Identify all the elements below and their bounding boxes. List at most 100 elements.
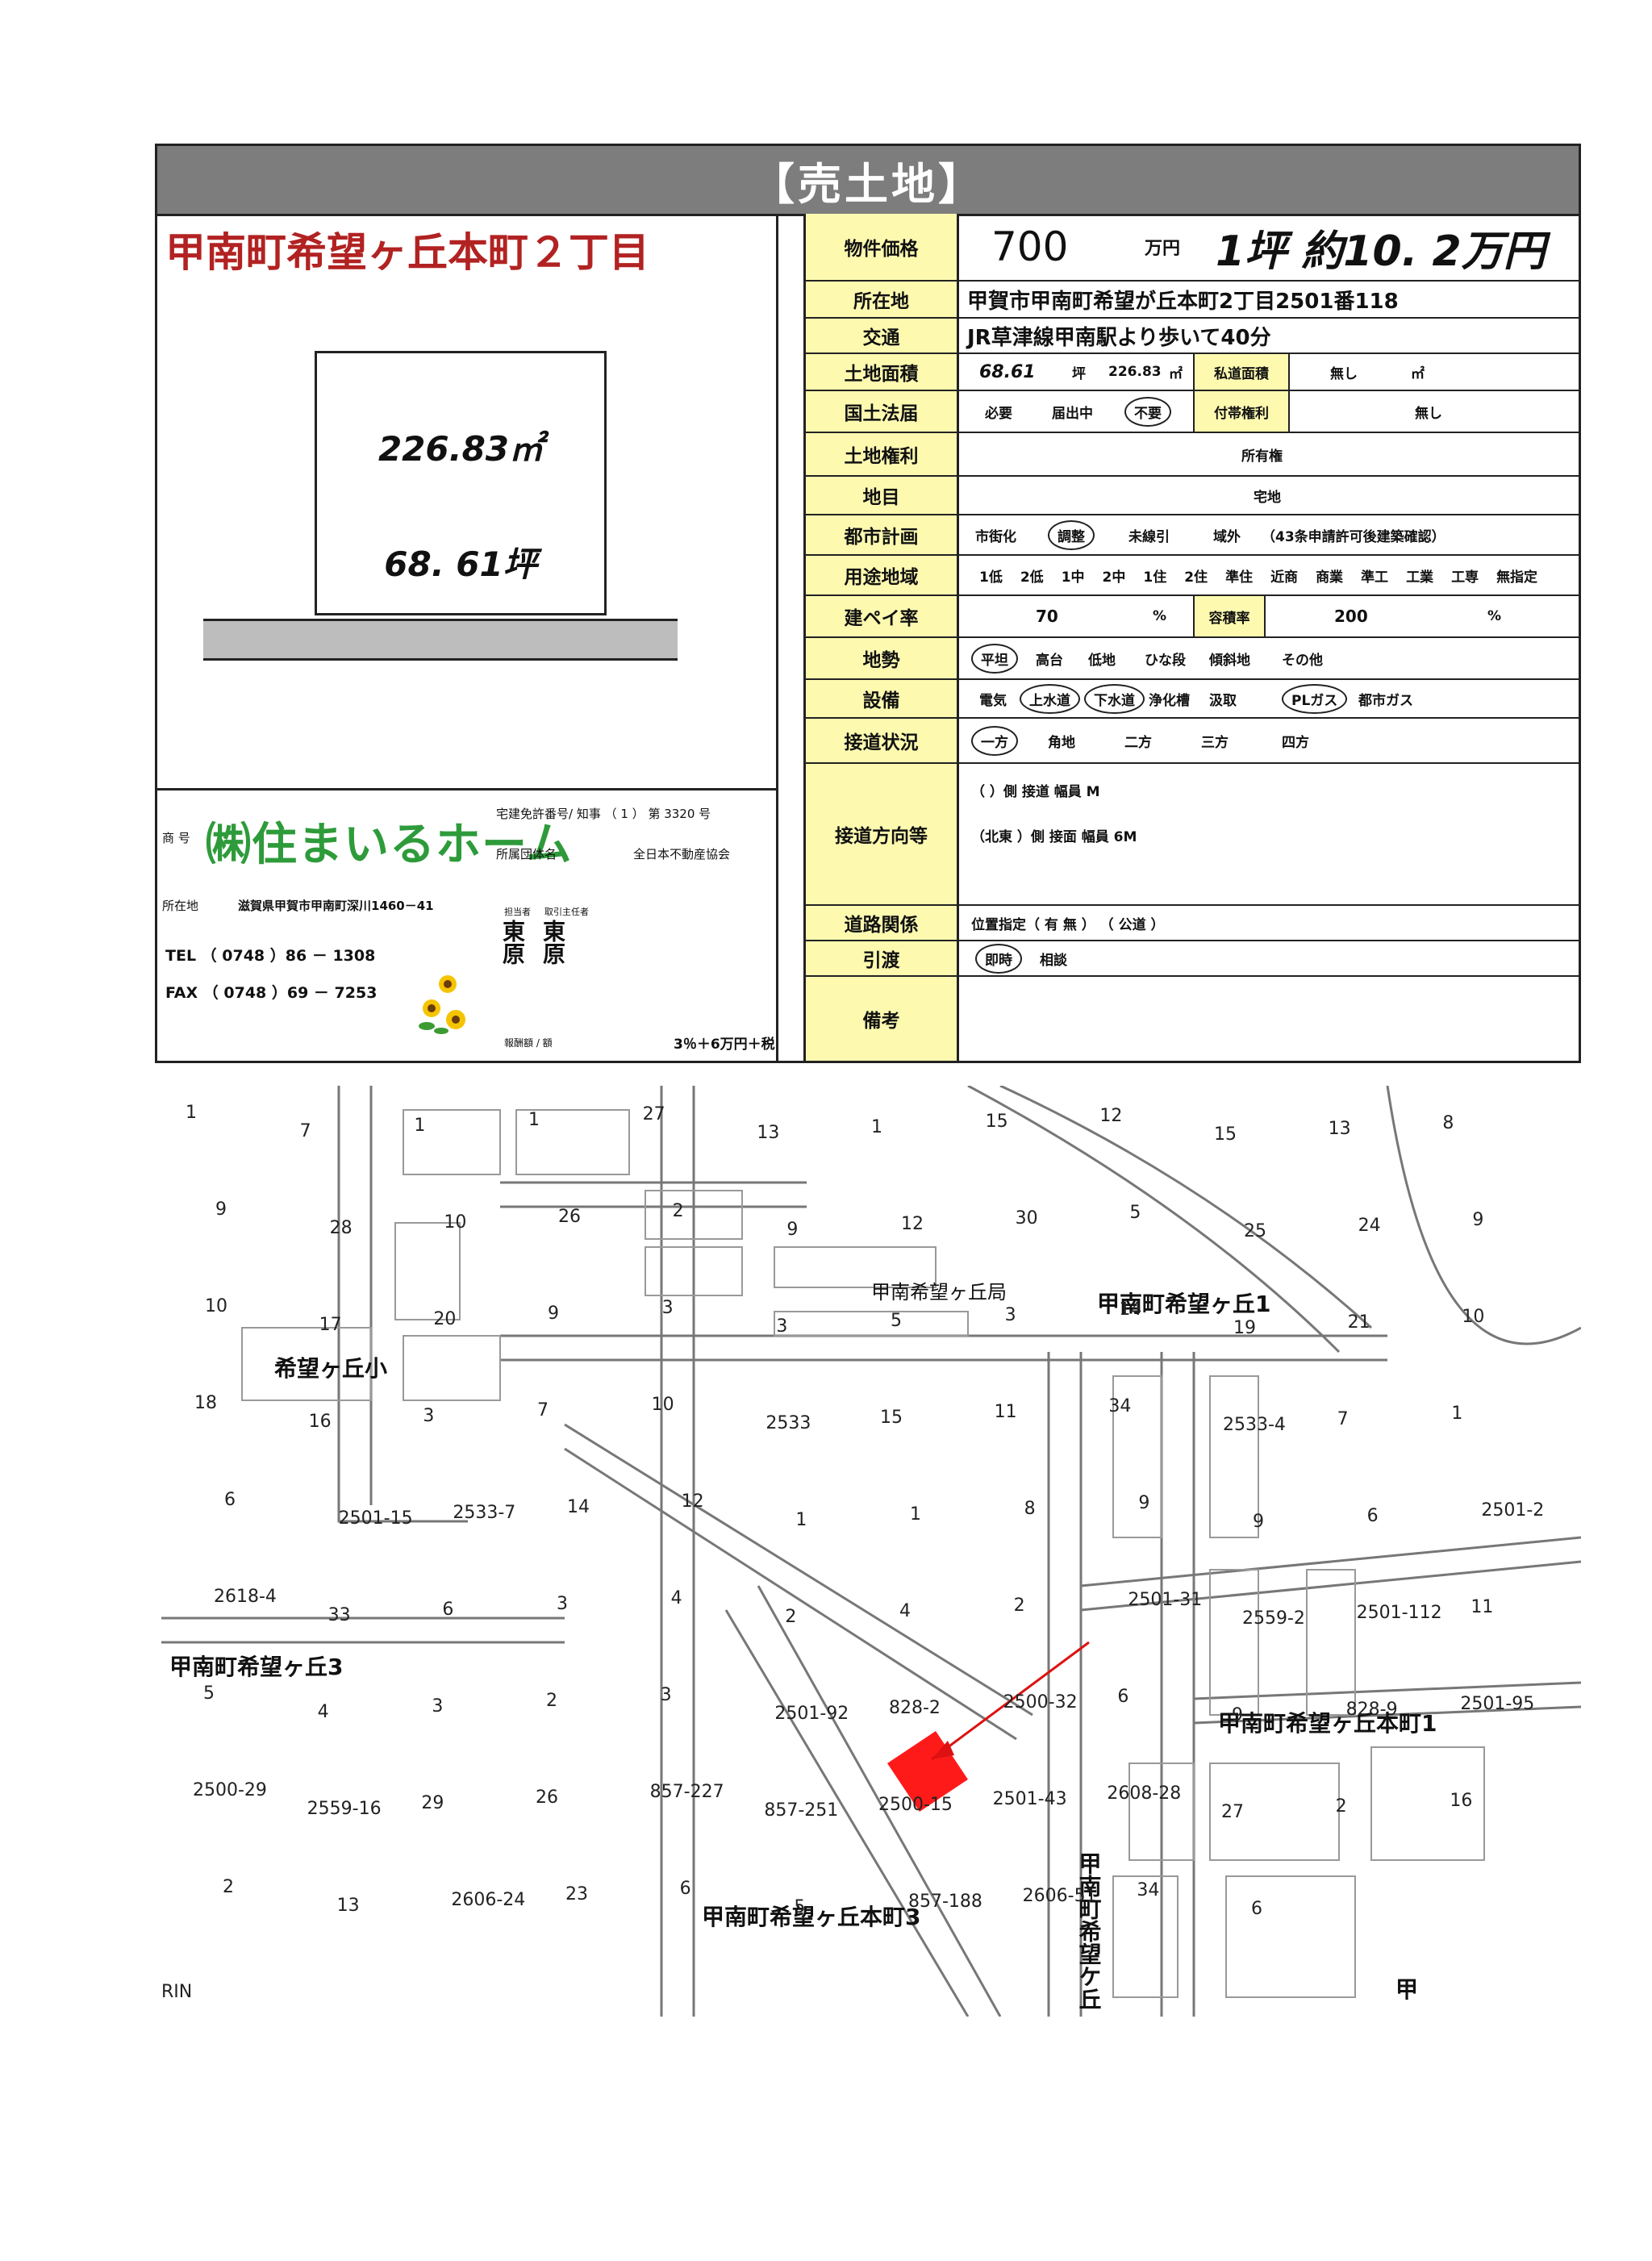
lot-number: 12 — [1099, 1106, 1122, 1126]
lot-number: 1 — [795, 1510, 807, 1530]
lot-number: 6 — [1251, 1899, 1262, 1919]
lot-number: 2608-28 — [1107, 1783, 1181, 1804]
city-opt-3: 未線引 — [1128, 528, 1170, 545]
lot-number: 2533 — [766, 1413, 811, 1433]
fee-label: 報酬額 / 額 — [504, 1037, 553, 1049]
facility-opt: 浄化槽 — [1149, 692, 1190, 709]
lot-number: 6 — [680, 1879, 691, 1899]
license-text: 宅建免許番号/ 知事 （ 1 ） 第 3320 号 — [496, 807, 711, 821]
agent-box: 商 号 ㈱住まいるホーム 宅建免許番号/ 知事 （ 1 ） 第 3320 号 所… — [157, 788, 778, 1061]
row-price: 物件価格 700 万円 1坪 約10. 2万円 — [806, 214, 1579, 282]
zone-opt: 準住 — [1225, 569, 1254, 586]
address-title: 甲南町希望ヶ丘本町２丁目 — [165, 228, 649, 276]
lot-number: 3 — [776, 1316, 787, 1337]
zone-opt: 無指定 — [1496, 569, 1538, 586]
column-divider — [778, 214, 806, 1061]
transport-label: 交通 — [806, 319, 959, 352]
lot-number: 2533-7 — [453, 1503, 515, 1523]
lot-number: 29 — [421, 1793, 444, 1813]
facility-opt: 汲取 — [1209, 692, 1237, 709]
lot-number: 21 — [1348, 1312, 1370, 1333]
lot-number: 7 — [300, 1121, 311, 1141]
lot-number: 5 — [794, 1897, 805, 1917]
lot-number: 857-251 — [764, 1800, 838, 1821]
lot-number: 2 — [785, 1607, 796, 1627]
lot-number: 33 — [328, 1605, 351, 1625]
zone-opt: 1中 — [1061, 569, 1085, 586]
lot-number: 12 — [682, 1491, 704, 1512]
plot-area-tsubo: 68. 61坪 — [384, 544, 537, 584]
agent-location-label: 所在地 — [162, 899, 199, 913]
lot-number: 2500-29 — [193, 1780, 267, 1800]
lot-number: 10 — [205, 1296, 227, 1316]
terrain-opt: 傾斜地 — [1209, 652, 1250, 669]
row-remarks: 備考 — [806, 977, 1579, 1061]
chimoku-label: 地目 — [806, 477, 959, 514]
lot-number: 26 — [536, 1788, 558, 1808]
zone-opt: 1住 — [1143, 569, 1167, 586]
land-area-label: 土地面積 — [806, 354, 959, 390]
lot-number: 20 — [433, 1309, 456, 1329]
lot-number: 857-188 — [908, 1892, 982, 1912]
lot-number: 1 — [910, 1504, 921, 1525]
zone-opt: 近商 — [1270, 569, 1299, 586]
row-transport: 交通 JR草津線甲南駅より歩いて40分 — [806, 319, 1579, 354]
lot-number: 2500-32 — [1003, 1692, 1078, 1712]
tsubo-unit: 坪 — [1072, 365, 1086, 382]
city-opt-2: 調整 — [1048, 519, 1095, 550]
shogo-label: 商 号 — [162, 831, 190, 845]
lot-number: 2501-2 — [1481, 1500, 1544, 1521]
lot-number: 3 — [432, 1696, 443, 1717]
subject-arrow — [931, 1641, 1090, 1761]
zone-opt: 1低 — [979, 569, 1003, 586]
lot-number: 5 — [1129, 1203, 1141, 1223]
map-svg: 希望ヶ丘小 甲南希望ヶ丘局 甲南町希望ヶ丘1 甲南町希望ヶ丘3 甲南町希望ヶ丘本… — [161, 1086, 1581, 2017]
lot-number: 9 — [1472, 1210, 1483, 1230]
terrain-opt: ひな段 — [1145, 652, 1186, 669]
lot-number: 11 — [995, 1402, 1017, 1422]
lot-number: 27 — [643, 1104, 665, 1124]
lot-number: 1 — [414, 1116, 425, 1136]
lot-number: 34 — [1137, 1880, 1159, 1900]
lot-number: 13 — [1329, 1119, 1351, 1139]
sunflower-icon — [417, 973, 473, 1037]
lot-number: 828-9 — [1346, 1700, 1398, 1720]
lot-number: 16 — [309, 1412, 332, 1432]
transport-value: JR草津線甲南駅より歩いて40分 — [967, 325, 1271, 350]
lot-number: 3 — [557, 1594, 568, 1614]
agent-fax: FAX （ 0748 ）69 － 7253 — [165, 984, 378, 1002]
lot-number: 9 — [1138, 1493, 1149, 1513]
lot-number: 7 — [537, 1400, 549, 1420]
left-pane: 甲南町希望ヶ丘本町２丁目 226.83㎡ 68. 61坪 商 号 ㈱住まいるホー… — [157, 214, 778, 1061]
road-cond-opt: 四方 — [1282, 734, 1309, 751]
zone-opt: 工専 — [1451, 569, 1479, 586]
lot-number: 10 — [444, 1212, 466, 1233]
fee-value: 3％＋6万円＋税 — [674, 1037, 775, 1053]
road-cond-label: 接道状況 — [806, 719, 959, 762]
zone-opt: 準工 — [1361, 569, 1389, 586]
road-diagram — [203, 619, 678, 661]
zone-options: 1低 2低 1中 2中 1住 2住 準住 近商 商業 準工 工業 工専 無指定 — [979, 556, 1537, 594]
lot-number: 15 — [986, 1112, 1008, 1132]
city-opt-5: （43条申請許可後建築確認） — [1262, 528, 1446, 545]
handover-opt-immediate: 即時 — [975, 943, 1022, 974]
vertical-district-label: 甲南町希望ケ丘 — [1076, 1852, 1103, 2010]
lot-number: 3 — [661, 1685, 672, 1705]
chimoku-value: 宅地 — [1254, 489, 1281, 506]
lot-number: 6 — [1367, 1506, 1379, 1526]
lot-number: 13 — [757, 1123, 779, 1143]
row-road-cond: 接道状況 一方 角地 二方 三方 四方 — [806, 719, 1579, 764]
lot-number: 1 — [1451, 1404, 1462, 1424]
zone-label: 用途地域 — [806, 556, 959, 594]
far-label: 容積率 — [1193, 596, 1266, 636]
row-handover: 引渡 即時 相談 — [806, 941, 1579, 977]
lot-number: 26 — [558, 1207, 581, 1227]
city-opt-4: 域外 — [1213, 528, 1241, 545]
area-map: 希望ヶ丘小 甲南希望ヶ丘局 甲南町希望ヶ丘1 甲南町希望ヶ丘3 甲南町希望ヶ丘本… — [161, 1086, 1581, 2017]
lot-number: 15 — [880, 1408, 903, 1428]
zone-opt: 商業 — [1316, 569, 1344, 586]
lot-number: 19 — [1233, 1318, 1256, 1338]
land-area-m2: 226.83 — [1108, 364, 1162, 380]
handover-label: 引渡 — [806, 941, 959, 975]
honmachi3-label: 甲南町希望ヶ丘本町3 — [702, 1904, 920, 1930]
